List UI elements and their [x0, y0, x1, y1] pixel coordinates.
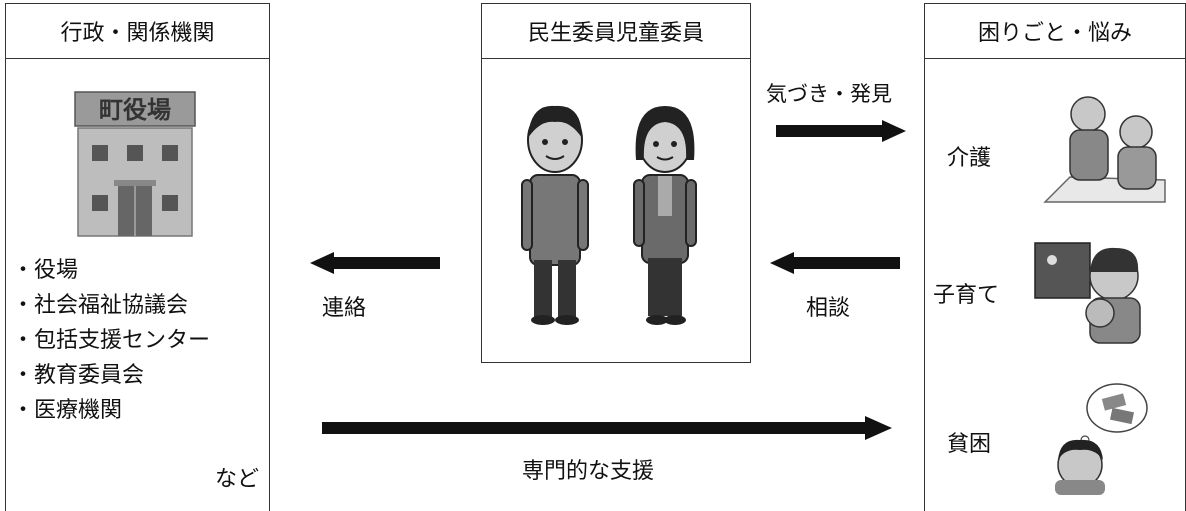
- support-arrow: [322, 416, 892, 440]
- agency-list-suffix: など: [215, 467, 260, 492]
- discovery-arrow: [776, 120, 906, 142]
- childcare-icon: [1034, 242, 1141, 344]
- discovery-label: 気づき・発見: [766, 82, 892, 106]
- issue-label-poverty: 貧困: [947, 432, 992, 457]
- nursing-care-icon: [1043, 96, 1166, 203]
- consultation-label: 相談: [806, 296, 851, 321]
- center-header: 民生委員児童委員: [481, 3, 751, 59]
- contact-label: 連絡: [322, 296, 367, 321]
- list-item: 役場: [12, 253, 210, 288]
- contact-arrow: [310, 252, 440, 274]
- list-item: 医療機関: [12, 393, 210, 428]
- welfare-commissioners-illustration: [521, 105, 697, 325]
- building-sign-text: 町役場: [99, 96, 171, 124]
- town-hall-icon: 町役場: [74, 91, 196, 237]
- list-item: 社会福祉協議会: [12, 288, 210, 323]
- right-header: 困りごと・悩み: [924, 3, 1186, 59]
- left-header-label: 行政・関係機関: [60, 21, 215, 46]
- support-label: 専門的な支援: [522, 459, 655, 484]
- left-header: 行政・関係機関: [5, 3, 270, 59]
- issue-label-childcare: 子育て: [933, 283, 1000, 308]
- consultation-arrow: [770, 252, 900, 274]
- center-header-label: 民生委員児童委員: [527, 21, 704, 46]
- agency-list: 役場 社会福祉協議会 包括支援センター 教育委員会 医療機関: [12, 253, 210, 428]
- poverty-icon: [1055, 383, 1148, 495]
- list-item: 包括支援センター: [12, 323, 210, 358]
- issue-label-care: 介護: [947, 146, 992, 171]
- right-header-label: 困りごと・悩み: [977, 21, 1132, 46]
- list-item: 教育委員会: [12, 358, 210, 393]
